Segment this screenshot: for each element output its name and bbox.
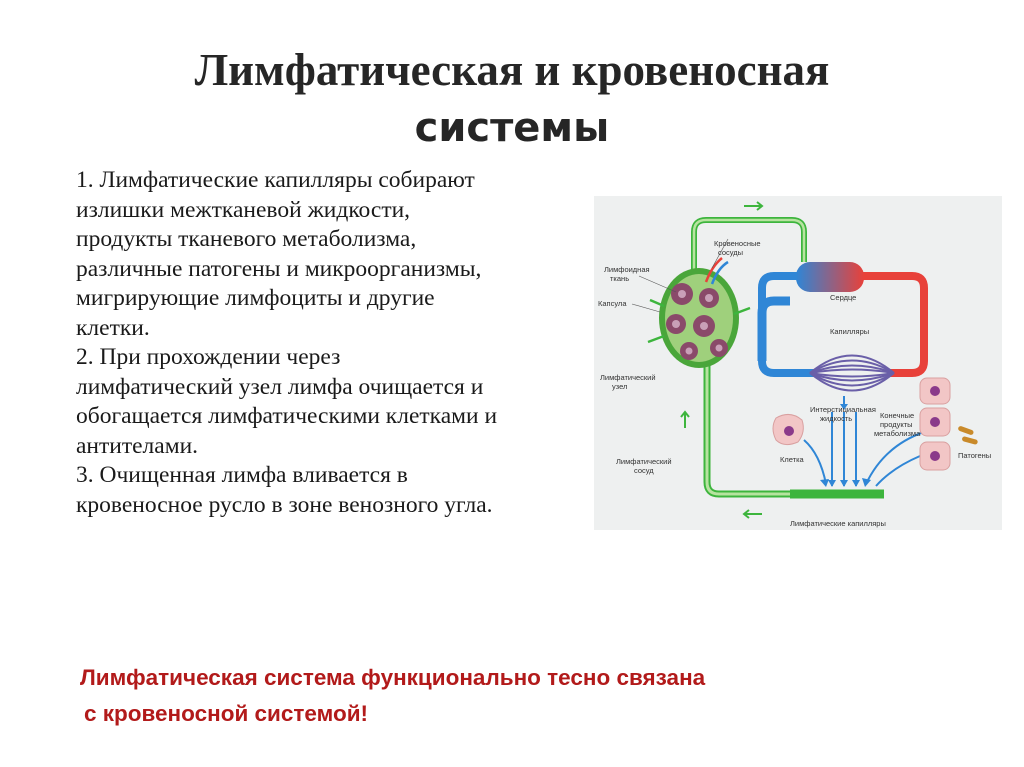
body-line: излишки межтканевой жидкости, — [76, 196, 411, 223]
emphasis-note: Лимфатическая система функционально тесн… — [80, 660, 705, 732]
vein-left — [757, 296, 790, 361]
label-lymph-vessel: Лимфатический — [616, 457, 672, 466]
cells — [772, 377, 978, 471]
label-lymph-capillaries: Лимфатические капилляры — [790, 519, 886, 528]
body-line: клетки. — [76, 314, 150, 341]
body-line: обогащается лимфатическими клетками и — [76, 403, 498, 429]
lymph-vessel-top — [691, 217, 807, 278]
label-lymph-vessel-2: сосуд — [634, 466, 654, 475]
body-line: 2. При прохождении через — [76, 344, 341, 370]
vein-outer — [758, 272, 814, 377]
node-vein — [710, 260, 729, 285]
cell-nucleus — [784, 426, 794, 436]
diagram-svg: Кровеносные сосуды Лимфоидная ткань Капс… — [598, 201, 991, 528]
heart — [796, 262, 864, 292]
arrow-right-icon — [744, 201, 764, 211]
interstitial-arrows — [803, 412, 925, 487]
body-line: 3. Очищенная лимфа вливается в — [76, 462, 408, 488]
label-capsule: Капсула — [598, 299, 627, 308]
label-capillaries: Капилляры — [830, 327, 869, 336]
slide-title-line-2: системы — [414, 105, 610, 151]
body-line: различные патогены и микроорганизмы, — [76, 255, 482, 282]
body-line: кровеносное русло в зоне венозного угла. — [76, 491, 493, 518]
arrow-left-icon — [742, 509, 762, 519]
lymph-blood-diagram: Кровеносные сосуды Лимфоидная ткань Капс… — [594, 196, 1002, 530]
label-lymphoid-tissue-2: ткань — [610, 274, 629, 283]
lymph-node — [631, 238, 751, 368]
diagram-labels: Кровеносные сосуды Лимфоидная ткань Капс… — [598, 239, 991, 528]
label-metabolic-products: Конечные — [880, 411, 914, 420]
artery-outer — [856, 272, 928, 377]
label-blood-vessels-2: сосуды — [718, 248, 743, 257]
label-metabolic-products-3: метаболизма — [874, 429, 921, 438]
label-cell: Клетка — [780, 455, 805, 464]
body-text: 1. Лимфатические капилляры собирают изли… — [76, 166, 601, 520]
label-lymph-node: Лимфатический — [600, 373, 656, 382]
label-interstitial-fluid: Интерстициальная — [810, 405, 876, 414]
arrow-head-icon — [840, 404, 848, 410]
label-heart: Сердце — [830, 293, 856, 302]
label-lymphoid-tissue: Лимфоидная — [604, 265, 650, 274]
body-line: мигрирующие лимфоциты и другие — [76, 285, 435, 311]
pathogen-icon — [962, 436, 978, 445]
slide-title-line-1: Лимфатическая и кровеносная — [194, 45, 830, 95]
label-blood-vessels: Кровеносные — [714, 239, 761, 248]
capillary-bundle — [809, 354, 895, 392]
body-line: антителами. — [76, 432, 199, 459]
lymph-circulation — [680, 201, 884, 519]
blood-circulation — [757, 262, 928, 410]
note-line-2: с кровеносной системой! — [84, 701, 369, 726]
node-artery — [704, 257, 723, 283]
body-line: 1. Лимфатические капилляры собирают — [76, 167, 475, 193]
note-line-1: Лимфатическая система функционально тесн… — [80, 665, 706, 690]
label-interstitial-fluid-2: жидкость — [820, 414, 852, 423]
pathogen-icon — [958, 426, 974, 435]
body-line: продукты тканевого метаболизма, — [76, 226, 417, 252]
label-metabolic-products-2: продукты — [880, 420, 913, 429]
body-line: лимфатический узел лимфа очищается и — [76, 373, 484, 400]
label-pathogens: Патогены — [958, 451, 991, 460]
arrow-up-icon — [680, 410, 690, 428]
label-lymph-node-2: узел — [612, 382, 627, 391]
